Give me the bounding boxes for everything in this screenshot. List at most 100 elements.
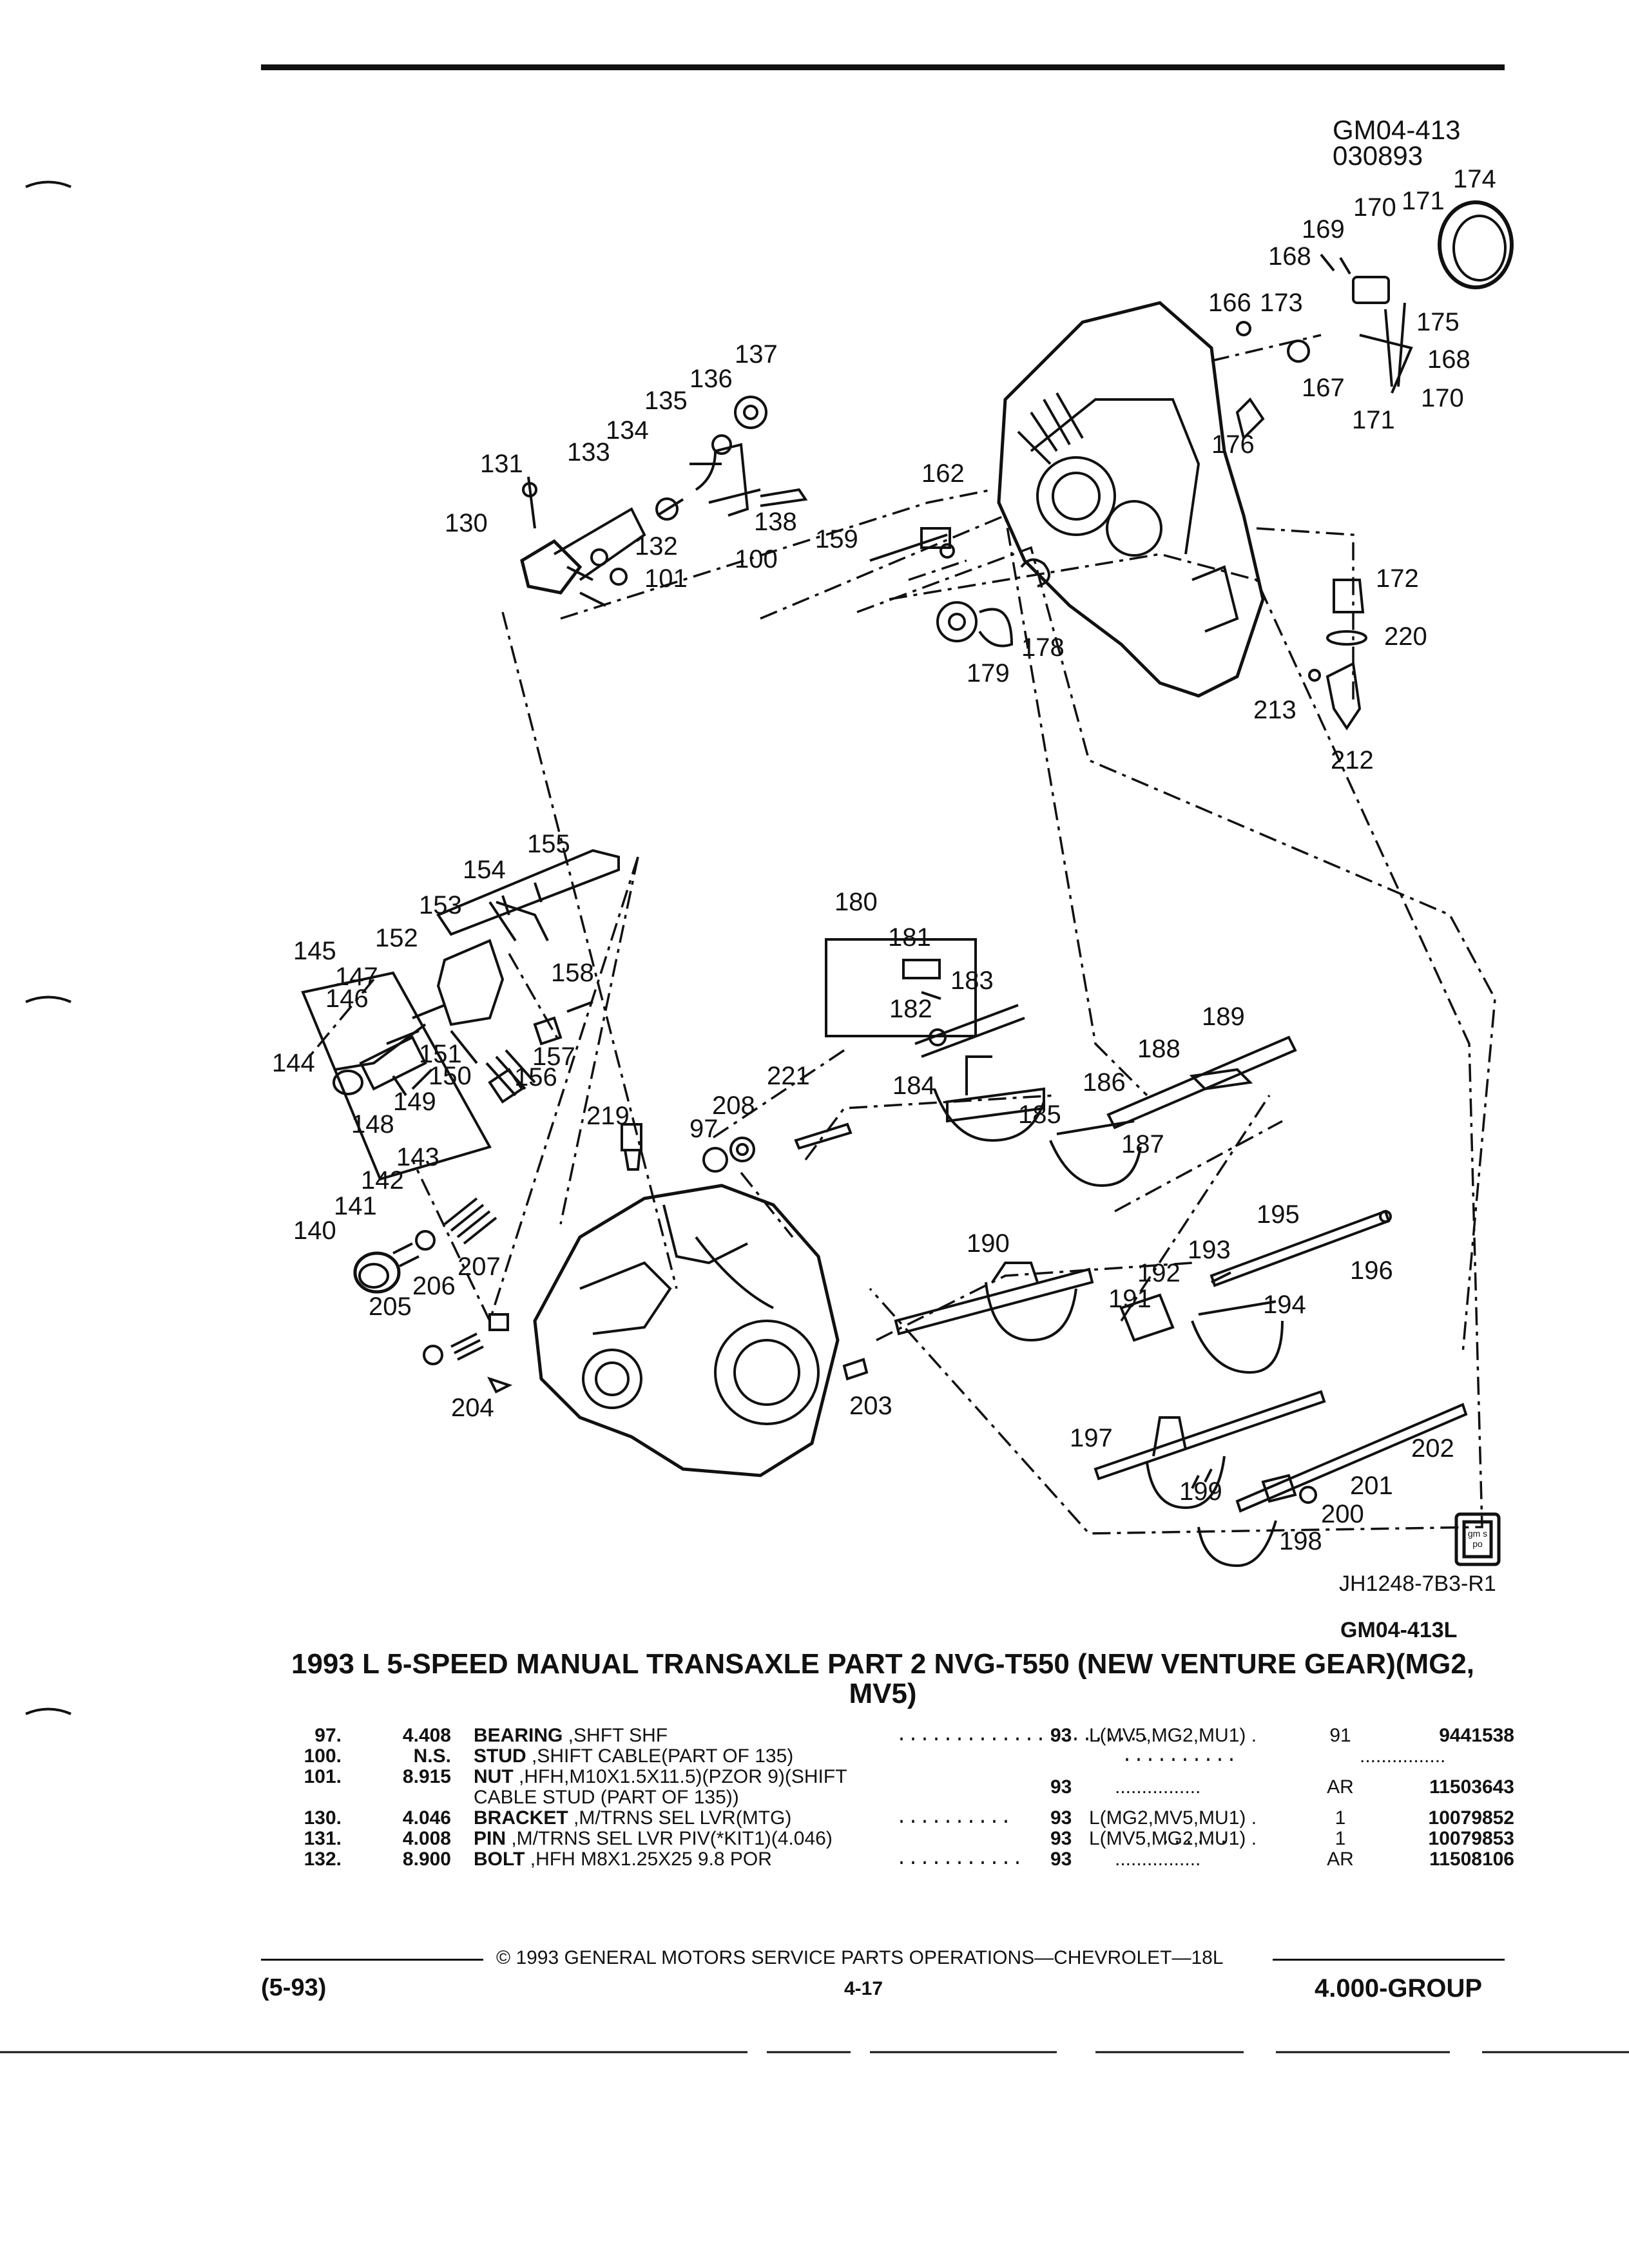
model-year: 93 [1050, 1725, 1072, 1746]
item-number: 100. [304, 1745, 342, 1767]
callout-176: 176 [1211, 430, 1255, 459]
callout-155: 155 [527, 830, 570, 858]
part-description: BOLT ,HFH M8X1.25X25 9.8 POR [474, 1849, 772, 1870]
top-rule [261, 64, 1505, 70]
parts-row: 101. 8.915 NUT ,HFH,M10X1.5X11.5)(PZOR 9… [251, 1766, 1514, 1798]
callout-97: 97 [689, 1115, 718, 1143]
callout-150: 150 [429, 1062, 472, 1090]
quantity: AR [1327, 1776, 1354, 1798]
callout-171: 171 [1402, 187, 1445, 215]
item-number: 131. [304, 1828, 342, 1849]
usage: L(MG2,MV5,MU1) . [1089, 1807, 1257, 1829]
callout-188: 188 [1137, 1035, 1181, 1063]
callout-193: 193 [1188, 1236, 1231, 1264]
callout-168b: 168 [1427, 345, 1470, 374]
usage: ................ [1115, 1776, 1201, 1798]
callout-154: 154 [463, 856, 506, 884]
leader-dots: ...... [1160, 1828, 1230, 1850]
part-description: CABLE STUD (PART OF 135)) [474, 1787, 739, 1808]
item-number: 97. [314, 1725, 342, 1746]
parts-row: 100. N.S. STUD ,SHIFT CABLE(PART OF 135)… [251, 1746, 1514, 1767]
callout-171b: 171 [1352, 406, 1395, 434]
quantity: AR [1327, 1849, 1354, 1870]
usage: ................ [1115, 1849, 1201, 1870]
item-number: 132. [304, 1849, 342, 1870]
parts-row: 131. 4.008 PIN ,M/TRNS SEL LVR PIV(*KIT1… [251, 1828, 1514, 1850]
part-description: BEARING ,SHFT SHF [474, 1725, 668, 1746]
callout-162: 162 [921, 459, 965, 488]
title-line-1: 1993 L 5-SPEED MANUAL TRANSAXLE PART 2 N… [291, 1648, 1475, 1680]
callout-159: 159 [815, 525, 858, 553]
quantity: 91 [1329, 1725, 1351, 1746]
callout-141: 141 [334, 1192, 377, 1220]
callout-170b: 170 [1421, 384, 1464, 412]
callout-168: 168 [1268, 242, 1311, 271]
usage: ................ [1360, 1745, 1446, 1767]
callout-172: 172 [1376, 564, 1419, 593]
item-number: 130. [304, 1807, 342, 1829]
part-name: BOLT [474, 1849, 525, 1870]
callout-148: 148 [351, 1110, 394, 1139]
callout-158: 158 [551, 959, 594, 987]
callout-133: 133 [567, 438, 610, 466]
parts-row: CABLE STUD (PART OF 135)) [251, 1787, 1514, 1808]
group-code: 4.046 [402, 1807, 451, 1829]
callout-204: 204 [451, 1394, 494, 1422]
parts-list: 97. 4.408 BEARING ,SHFT SHF ............… [251, 1725, 1514, 1870]
part-detail: ,M/TRNS SEL LVR PIV(*KIT1)(4.046) [506, 1828, 833, 1849]
part-number: 10079853 [1428, 1828, 1514, 1849]
callout-174: 174 [1453, 165, 1496, 193]
part-description: BRACKET ,M/TRNS SEL LVR(MTG) [474, 1808, 791, 1829]
callout-197: 197 [1070, 1424, 1113, 1452]
callout-202: 202 [1411, 1434, 1454, 1463]
illustration-id: JH1248-7B3-R1 [1339, 1571, 1496, 1596]
callout-205: 205 [369, 1293, 412, 1321]
footer-rule-left [261, 1959, 483, 1961]
part-name: NUT [474, 1766, 514, 1787]
callout-190: 190 [967, 1229, 1010, 1258]
callout-185: 185 [1018, 1100, 1061, 1129]
callout-136: 136 [689, 365, 733, 393]
callout-180: 180 [834, 888, 878, 916]
callout-191: 191 [1108, 1285, 1152, 1313]
callout-167: 167 [1302, 374, 1345, 402]
part-number: 9441538 [1439, 1725, 1514, 1746]
part-detail: ,SHFT SHF [563, 1725, 668, 1746]
callout-198: 198 [1279, 1527, 1322, 1555]
figure-date: 030893 [1333, 140, 1423, 171]
part-detail: CABLE STUD (PART OF 135)) [474, 1787, 739, 1808]
callout-132: 132 [635, 532, 678, 561]
part-detail: ,M/TRNS SEL LVR(MTG) [568, 1807, 792, 1829]
part-description: PIN ,M/TRNS SEL LVR PIV(*KIT1)(4.046) [474, 1829, 833, 1849]
callout-203: 203 [849, 1392, 892, 1420]
figure-ref: GM04-413L [1340, 1618, 1458, 1642]
quantity: 1 [1335, 1807, 1346, 1829]
group-code: 4.408 [402, 1725, 451, 1746]
callout-213: 213 [1253, 696, 1296, 724]
part-number: 11508106 [1429, 1849, 1514, 1870]
callout-131: 131 [480, 450, 523, 478]
callout-142: 142 [361, 1166, 404, 1195]
callout-175: 175 [1416, 308, 1460, 336]
callout-151: 151 [419, 1040, 462, 1068]
part-name: BEARING [474, 1725, 563, 1746]
title-line-2: MV5) [849, 1678, 917, 1709]
callout-179: 179 [967, 659, 1010, 687]
leader-dots: .......... [896, 1807, 1012, 1829]
part-detail: ,HFH,M10X1.5X11.5)(PZOR 9)(SHIFT [513, 1766, 847, 1787]
callout-194: 194 [1263, 1291, 1306, 1319]
part-description: STUD ,SHIFT CABLE(PART OF 135) [474, 1746, 793, 1767]
callout-178: 178 [1021, 633, 1065, 662]
model-year: 93 [1050, 1807, 1072, 1829]
callout-206: 206 [412, 1272, 456, 1300]
group-code: N.S. [413, 1745, 451, 1767]
exploded-view-diagram [301, 200, 1514, 1568]
callout-219: 219 [586, 1102, 630, 1130]
page-number: 4-17 [844, 1978, 883, 1999]
callout-138: 138 [754, 508, 797, 536]
copyright-notice: © 1993 GENERAL MOTORS SERVICE PARTS OPER… [496, 1947, 1224, 1968]
callout-192: 192 [1137, 1259, 1181, 1287]
part-number: 11503643 [1429, 1776, 1514, 1798]
group-code: 8.900 [402, 1849, 451, 1870]
part-name: STUD [474, 1745, 526, 1767]
